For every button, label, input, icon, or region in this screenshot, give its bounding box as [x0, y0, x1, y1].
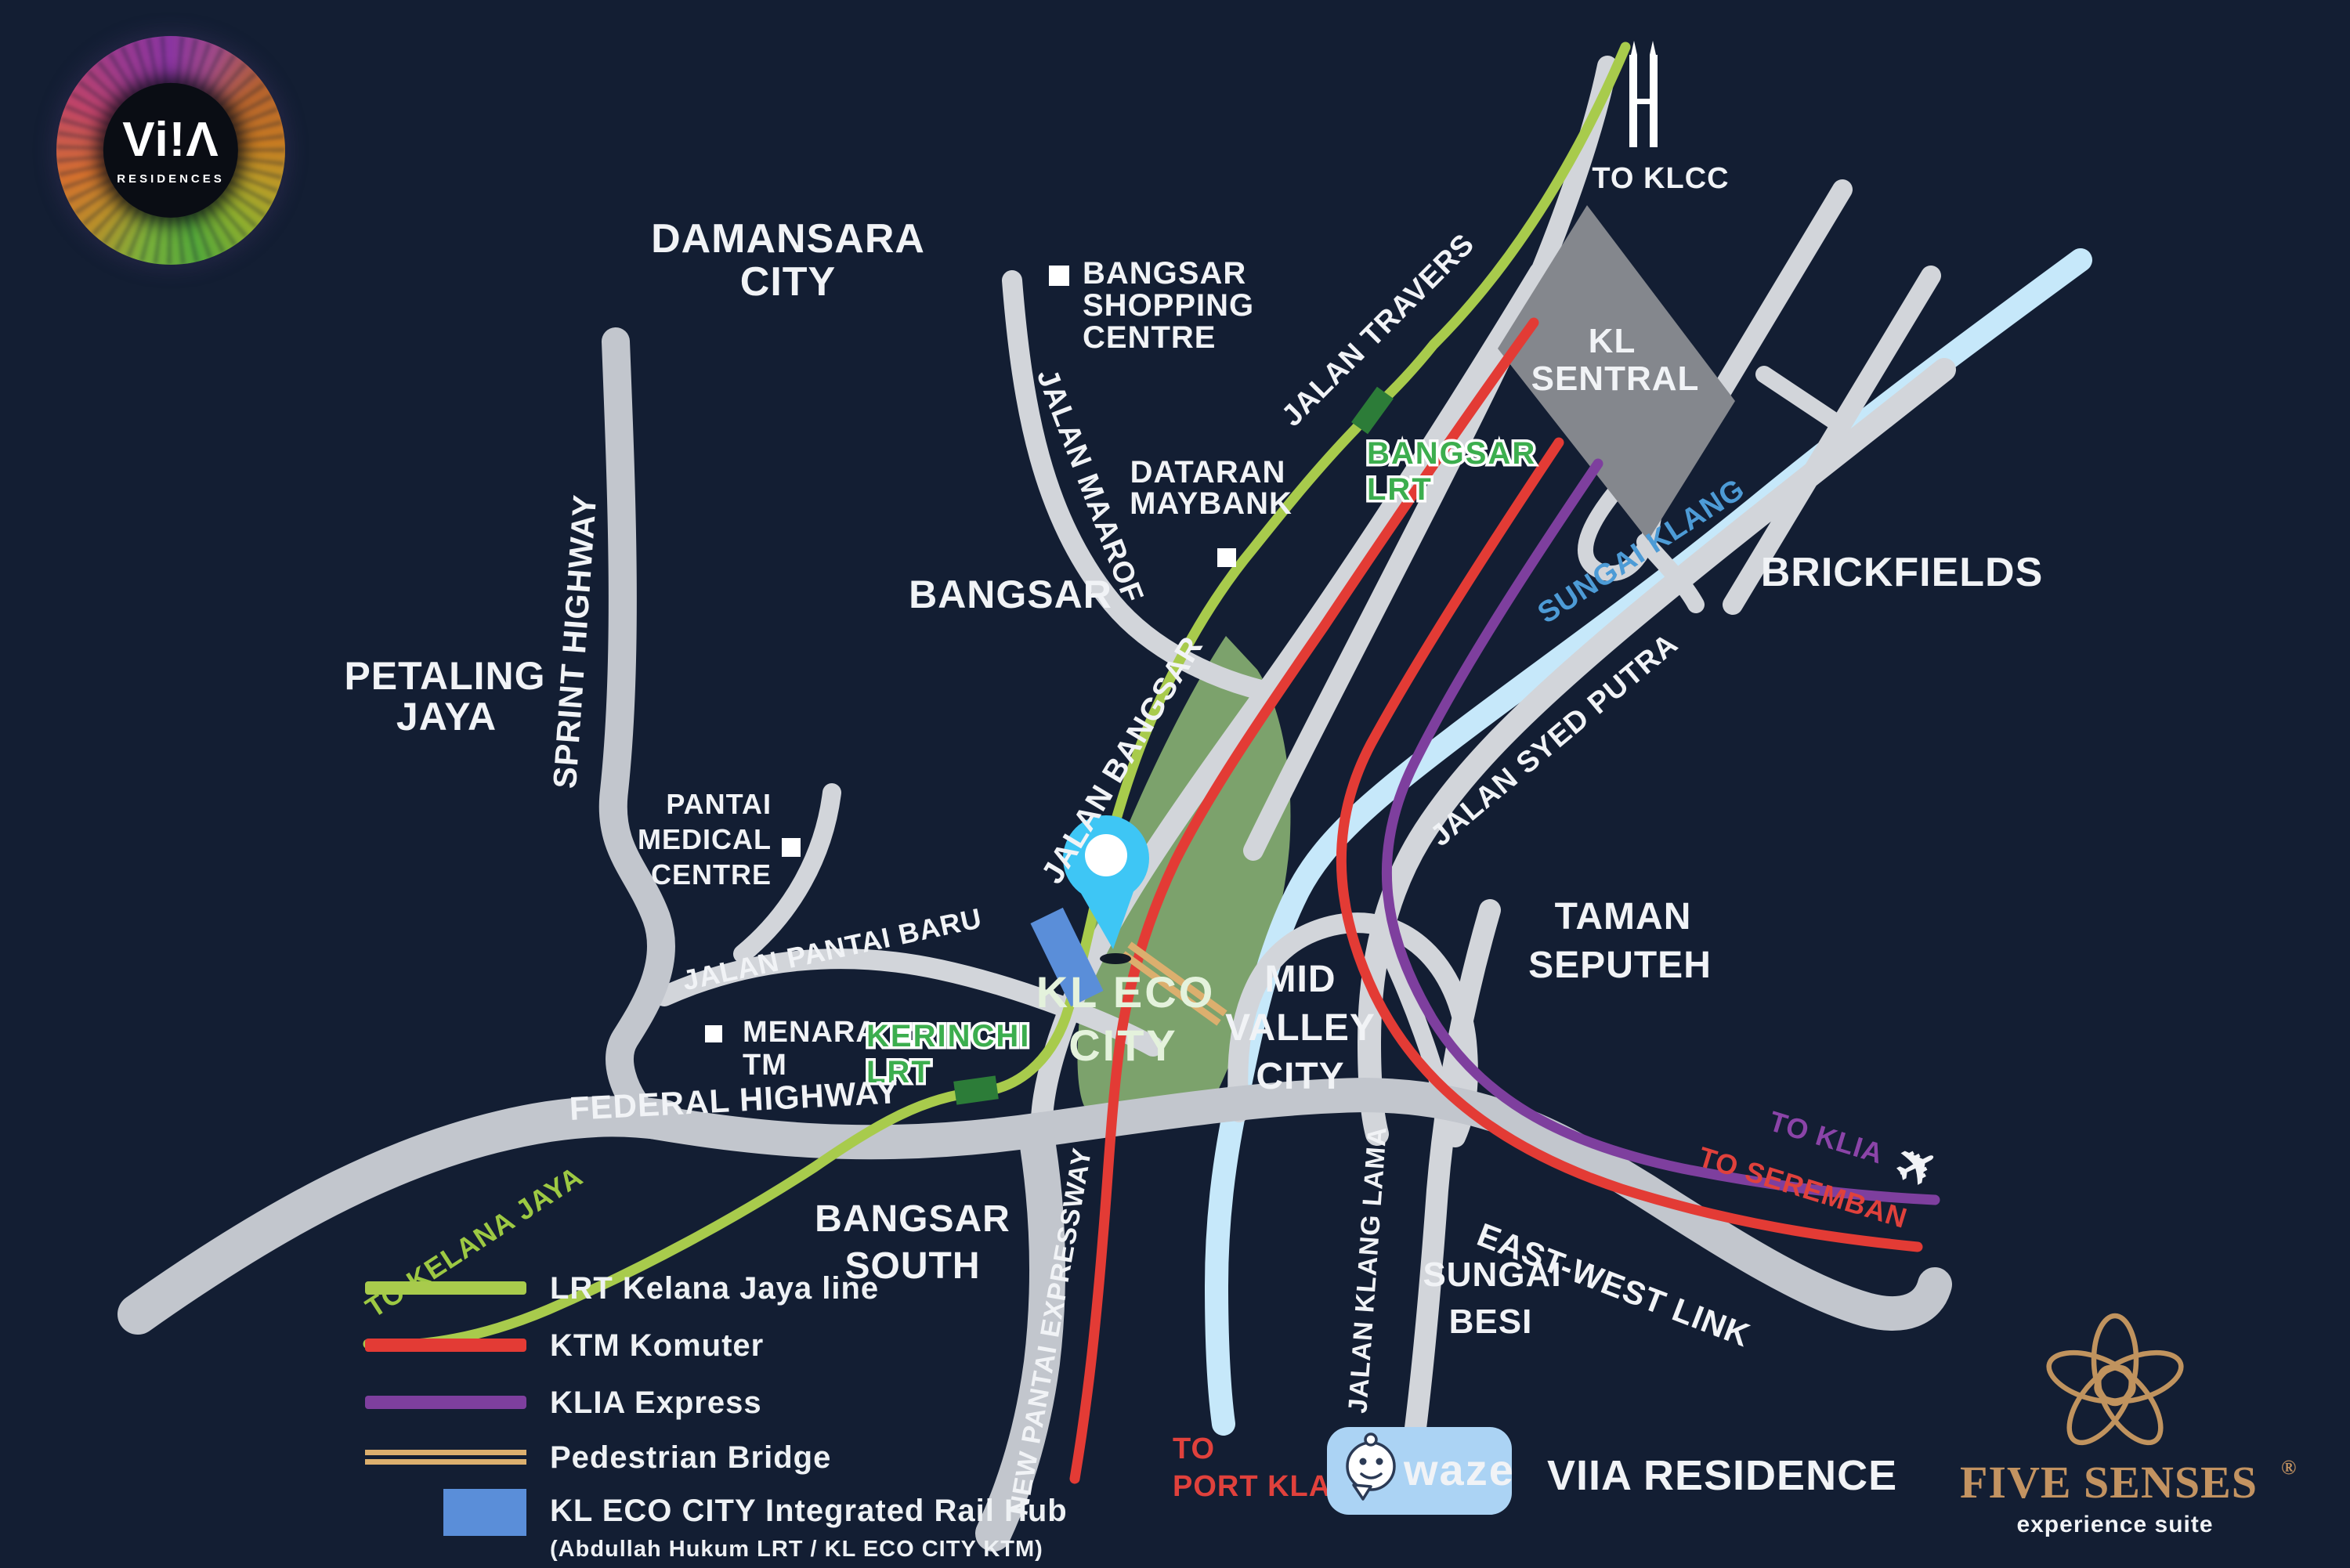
- legend-item: KLIA Express: [365, 1386, 762, 1420]
- label-kl-sentral-2: SENTRAL: [1531, 359, 1700, 398]
- viia-residences-logo: Vi!Λ RESIDENCES: [56, 36, 285, 265]
- legend-item: KTM Komuter: [365, 1328, 764, 1363]
- road-sprint-highway: [598, 327, 676, 1129]
- legend-line-swatch: [365, 1339, 526, 1352]
- waze-label: waze: [1403, 1445, 1515, 1494]
- line-ktm-port-klang: [1069, 317, 1539, 1484]
- five-senses-subtitle: experience suite: [2016, 1512, 2213, 1537]
- streets: [654, 56, 1956, 1508]
- label-sungai-besi-2: BESI: [1449, 1302, 1533, 1341]
- road-sentral-spur: [1636, 533, 1705, 613]
- label-bangsar-shopping-centre-3: CENTRE: [1083, 320, 1216, 355]
- label-mid-valley-city: MID: [1265, 959, 1336, 1000]
- waze-button[interactable]: waze: [1327, 1427, 1515, 1515]
- label-taman-seputeh: TAMAN: [1555, 896, 1692, 938]
- legend-item-label: KTM Komuter: [550, 1328, 764, 1363]
- road-sentral-loop: [1578, 461, 1662, 582]
- viia-logo-title: Vi!Λ: [122, 112, 219, 167]
- label-petaling-jaya: PETALING: [344, 654, 545, 698]
- legend-line-swatch: [365, 1281, 526, 1295]
- marker-pantai-medical-centre: [782, 838, 801, 857]
- label-pantai-medical-centre-3: CENTRE: [651, 858, 772, 891]
- label-taman-seputeh-2: SEPUTEH: [1528, 945, 1712, 986]
- label-petaling-jaya-2: JAYA: [396, 695, 497, 739]
- label-kerinchi-lrt: KERINCHI: [866, 1019, 1030, 1053]
- label-damansara-city: DAMANSARA: [651, 216, 925, 262]
- highways: [118, 327, 1952, 1552]
- pedestrian-bridge: [1121, 941, 1227, 1026]
- legend-hub-swatch: [443, 1489, 526, 1536]
- label-dataran-maybank-2: MAYBANK: [1130, 486, 1292, 521]
- label-bangsar: BANGSAR: [909, 573, 1112, 616]
- five-senses-title: FIVE SENSES: [1960, 1457, 2258, 1508]
- label-bangsar-shopping-centre-2: SHOPPING: [1083, 288, 1254, 323]
- road-brickfields-rung: [1755, 366, 1848, 433]
- road-federal-highway-east-west-link: [625, 1077, 1952, 1331]
- label-damansara-city-2: CITY: [740, 259, 836, 305]
- label-pantai-medical-centre: PANTAI: [666, 788, 772, 820]
- location-pin: [1063, 815, 1149, 964]
- road-pantai-medical: [733, 783, 841, 963]
- label-kerinchi-lrt-2: LRT: [866, 1055, 932, 1089]
- legend-item-label: KL ECO CITY Integrated Rail Hub: [550, 1494, 1068, 1528]
- viia-logo-subtitle: RESIDENCES: [117, 172, 225, 186]
- label-kl-eco-city: KL ECO: [1036, 967, 1216, 1017]
- line-klia-express: [1381, 458, 1940, 1205]
- klcc-towers-icon: [1629, 41, 1658, 147]
- label-bangsar-lrt-2: LRT: [1367, 472, 1433, 507]
- line-ktm-seremban: [1336, 437, 1923, 1252]
- label-menara-tm-2: TM: [743, 1049, 787, 1082]
- legend-bridge-swatch: [365, 1450, 526, 1455]
- label-bangsar-south: BANGSAR: [815, 1198, 1010, 1240]
- marker-bangsar-shopping-centre: [1049, 266, 1069, 286]
- legend-item-label: KLIA Express: [550, 1386, 762, 1420]
- legend-item: LRT Kelana Jaya line: [365, 1271, 879, 1306]
- marker-dataran-maybank: [1217, 548, 1236, 567]
- label-kl-sentral: KL: [1589, 322, 1636, 360]
- legend-line-swatch: [365, 1396, 526, 1409]
- road-brickfields-2: [1723, 266, 1941, 615]
- waze-icon: [1346, 1433, 1396, 1501]
- label-bangsar-lrt: BANGSAR: [1367, 436, 1536, 471]
- five-senses-reg: ®: [2281, 1456, 2297, 1479]
- landmark-markers: [705, 266, 1236, 1042]
- road-new-pantai-expressway: [975, 1113, 1065, 1552]
- label-to-port-klang: TO: [1173, 1433, 1215, 1465]
- kl-sentral-block: [1498, 205, 1735, 540]
- marker-menara-tm: [705, 1025, 722, 1042]
- five-senses-flower-icon: [2046, 1313, 2184, 1446]
- road-jalan-syed-putra: [1357, 358, 1956, 1146]
- station-bangsar-lrt: [1351, 386, 1394, 435]
- five-senses-logo: FIVE SENSES ® experience suite: [1960, 1313, 2297, 1537]
- label-mid-valley-city-2: VALLEY: [1225, 1007, 1376, 1049]
- label-menara-tm: MENARA: [743, 1016, 878, 1049]
- project-name: VIIA RESIDENCE: [1547, 1452, 1897, 1499]
- legend-item: KL ECO CITY Integrated Rail Hub (Abdullah…: [443, 1489, 1068, 1562]
- road-southwest-approach: [118, 1096, 685, 1335]
- label-pantai-medical-centre-2: MEDICAL: [638, 823, 772, 855]
- legend-item-label: LRT Kelana Jaya line: [550, 1271, 879, 1306]
- label-brickfields: BRICKFIELDS: [1761, 550, 2044, 595]
- legend-item-sublabel: (Abdullah Hukum LRT / KL ECO CITY KTM): [550, 1537, 1043, 1562]
- kl-eco-city-rail-hub: [1030, 907, 1104, 1007]
- legend-item: Pedestrian Bridge: [365, 1440, 831, 1475]
- label-dataran-maybank: DATARAN: [1130, 455, 1286, 490]
- legend-bridge-swatch: [365, 1459, 526, 1465]
- road-jalan-pantai-baru: [654, 948, 1163, 1057]
- label-sungai-besi: SUNGAI: [1423, 1255, 1561, 1294]
- label-kl-eco-city-2: CITY: [1068, 1021, 1178, 1070]
- road-jalan-maarof: [1002, 270, 1281, 703]
- label-mid-valley-city-3: CITY: [1256, 1056, 1344, 1097]
- road-jalan-klang-lama: [1395, 899, 1501, 1508]
- label-bangsar-south-2: SOUTH: [845, 1245, 981, 1287]
- label-to-klcc: TO KLCC: [1592, 162, 1729, 195]
- label-bangsar-shopping-centre: BANGSAR: [1083, 256, 1246, 291]
- legend-item-label: Pedestrian Bridge: [550, 1440, 831, 1475]
- station-kerinchi-lrt: [953, 1075, 999, 1105]
